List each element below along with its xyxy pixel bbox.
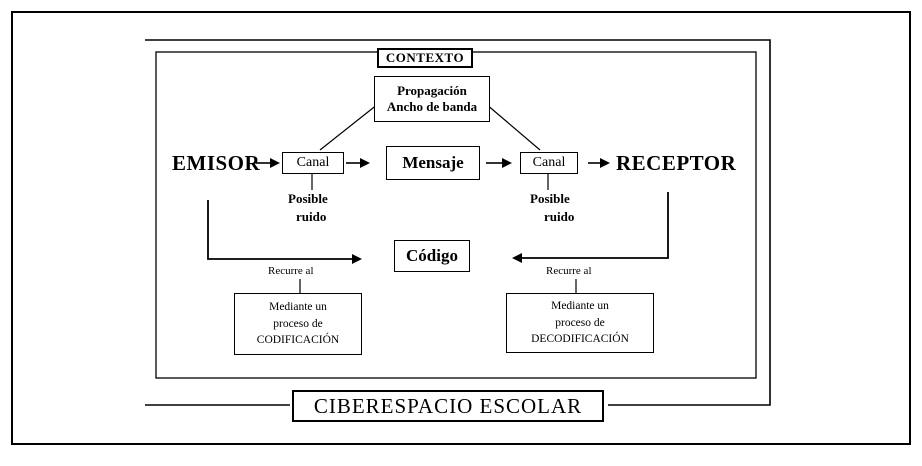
posible-ruido-right-2: ruido [544, 209, 575, 224]
propagacion-line1: Propagación [397, 82, 467, 98]
propagacion-line2: Ancho de banda [386, 99, 478, 114]
arrowhead-canal-receptor [600, 158, 610, 168]
posible-ruido-left-1: Posible [288, 191, 328, 206]
canal-left-text: Canal [296, 155, 330, 170]
arrowhead-receptor-codigo [512, 253, 522, 263]
canal-right-box: Canal [520, 152, 578, 174]
arrowhead-mensaje-canal [502, 158, 512, 168]
receptor-codigo-line [522, 192, 669, 259]
recurre-right-label: Recurre al [546, 265, 592, 277]
codificacion-box: Mediante un proceso de CODIFICACIÓN [234, 293, 362, 355]
codif-line2: proceso de [273, 317, 323, 330]
arrowhead-emisor-canal [270, 158, 280, 168]
decodif-line2: proceso de [555, 316, 605, 329]
canal-right-text: Canal [532, 155, 566, 170]
outer-frame [11, 11, 911, 445]
decodif-line3: DECODIFICACIÓN [531, 333, 629, 346]
emisor-codigo-line [207, 200, 352, 260]
mensaje-text: Mensaje [402, 153, 464, 172]
ciberespacio-text: CIBERESPACIO ESCOLAR [313, 393, 583, 418]
context-frame-outer [145, 39, 771, 406]
arrowhead-emisor-codigo [352, 254, 362, 264]
mensaje-box: Mensaje [386, 146, 480, 180]
decodificacion-box: Mediante un proceso de DECODIFICACIÓN [506, 293, 654, 353]
codigo-text: Código [406, 246, 458, 265]
prop-line-right [485, 103, 541, 151]
emisor-label: EMISOR [172, 151, 261, 175]
codigo-box: Código [394, 240, 470, 272]
recurre-left-label: Recurre al [268, 265, 314, 277]
posible-ruido-left-2: ruido [296, 209, 327, 224]
receptor-label: RECEPTOR [616, 151, 737, 175]
contexto-label: CONTEXTO [377, 48, 473, 68]
decodif-line1: Mediante un [551, 299, 609, 312]
arrowhead-canal-mensaje [360, 158, 370, 168]
codif-line1: Mediante un [269, 300, 327, 313]
canal-left-box: Canal [282, 152, 344, 174]
posible-ruido-right-1: Posible [530, 191, 570, 206]
propagacion-box: Propagación Ancho de banda [374, 76, 490, 122]
codif-line3: CODIFICACIÓN [256, 334, 340, 347]
contexto-text: CONTEXTO [385, 50, 465, 65]
ciberespacio-title: CIBERESPACIO ESCOLAR [292, 390, 604, 422]
prop-line-left [319, 103, 379, 151]
